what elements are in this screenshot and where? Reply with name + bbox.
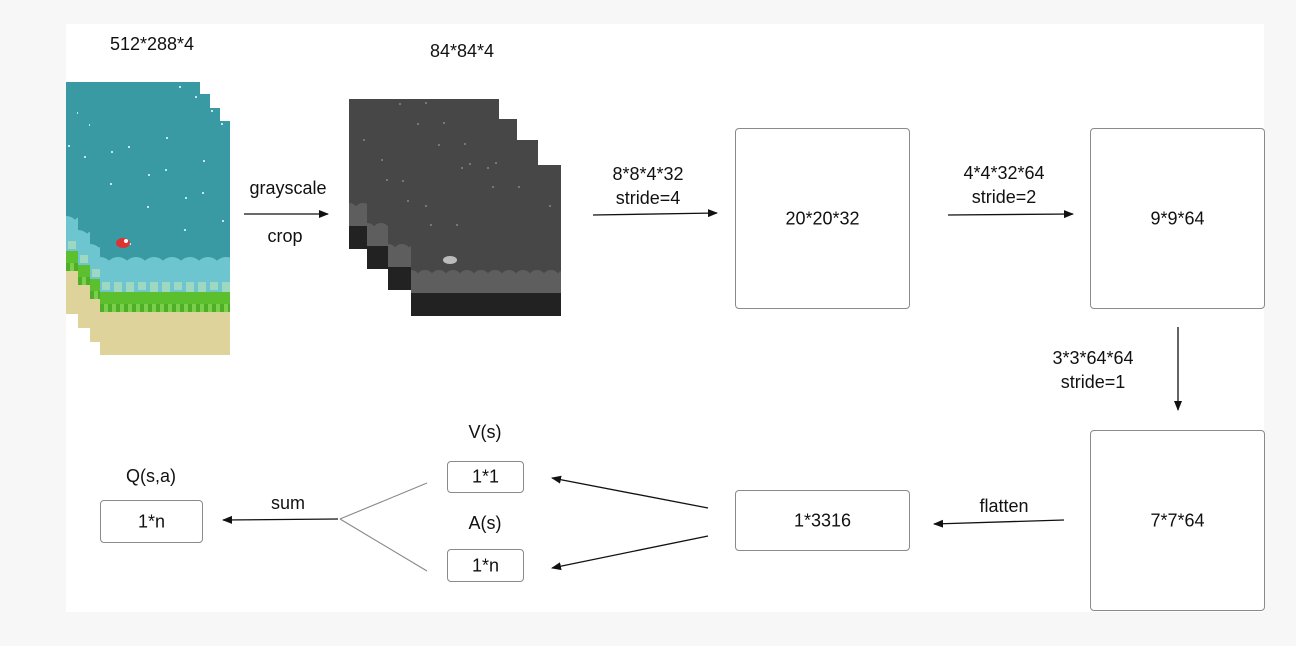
diagram-canvas — [66, 24, 1264, 612]
advantage-arrow — [551, 535, 709, 571]
value-output-text: 1*1 — [471, 466, 500, 487]
q-output-box: 1*n — [100, 500, 203, 543]
flatten-arrow — [933, 519, 1065, 528]
gray-frame-4 — [411, 165, 561, 316]
crop-label: crop — [267, 226, 303, 246]
value-arrow — [551, 475, 709, 509]
sum-label: sum — [270, 493, 306, 513]
q-output-text: 1*n — [137, 511, 166, 531]
grayscale-label: grayscale — [249, 178, 327, 198]
conv2-stride-label: stride=2 — [971, 187, 1037, 207]
conv2-arrow — [947, 210, 1074, 219]
sum-arrow — [222, 515, 339, 524]
flatten-label: flatten — [979, 496, 1029, 516]
merge-line-top — [339, 482, 428, 520]
advantage-output-box: 1*n — [447, 549, 524, 582]
q-label: Q(s,a) — [125, 466, 177, 486]
flatten-output-text: 1*3316 — [793, 510, 852, 530]
conv1-arrow — [592, 209, 718, 218]
conv1-output-box: 20*20*32 — [735, 128, 910, 309]
merge-line-bottom — [339, 518, 428, 572]
color-frame-4 — [100, 121, 230, 355]
conv1-filter-label: 8*8*4*32 — [612, 164, 684, 184]
conv2-output-box: 9*9*64 — [1090, 128, 1265, 309]
conv1-output-text: 20*20*32 — [785, 208, 860, 228]
flatten-output-box: 1*3316 — [735, 490, 910, 551]
conv2-filter-label: 4*4*32*64 — [963, 163, 1045, 183]
conv3-output-box: 7*7*64 — [1090, 430, 1265, 611]
value-label: V(s) — [468, 422, 502, 442]
gray-size-label: 84*84*4 — [429, 41, 495, 61]
advantage-output-text: 1*n — [471, 555, 500, 575]
advantage-label: A(s) — [468, 513, 502, 533]
value-output-box: 1*1 — [447, 461, 524, 493]
input-size-label: 512*288*4 — [109, 34, 195, 54]
conv3-stride-label: stride=1 — [1060, 372, 1126, 392]
conv3-filter-label: 3*3*64*64 — [1052, 348, 1134, 368]
conv1-stride-label: stride=4 — [615, 188, 681, 208]
conv2-output-text: 9*9*64 — [1150, 208, 1205, 228]
conv3-output-text: 7*7*64 — [1150, 510, 1205, 530]
